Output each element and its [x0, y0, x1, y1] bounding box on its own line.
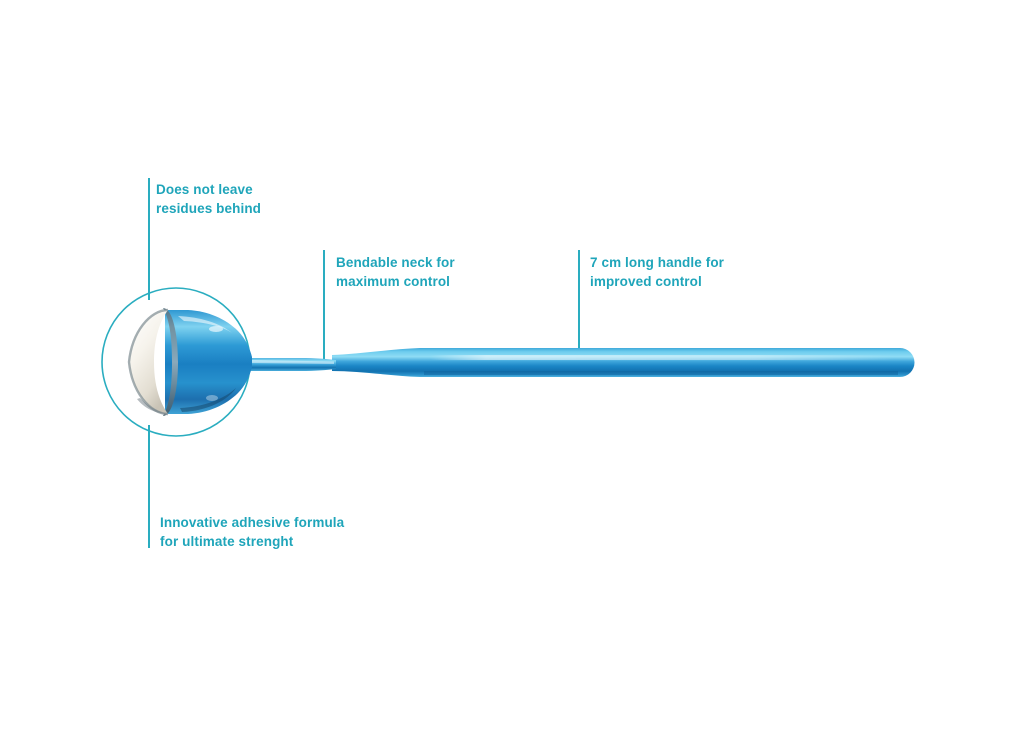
neck-highlight	[252, 360, 334, 364]
cone-shadow	[180, 388, 236, 412]
head-rim	[163, 308, 178, 416]
callout-handle-line1: 7 cm long handle for	[590, 255, 725, 270]
callout-neck-line2: maximum control	[336, 273, 451, 289]
callout-adhesive-line1: Innovative adhesive formula	[160, 515, 345, 530]
callout-residues-line2: residues behind	[156, 200, 262, 216]
handle	[332, 348, 915, 377]
callout-residues: Does not leave residues behind	[156, 181, 261, 218]
callout-residues-line1: Does not leave	[156, 182, 253, 197]
callout-neck-line1: Bendable neck for	[336, 255, 455, 270]
callout-handle: 7 cm long handle for improved control	[590, 254, 724, 291]
callout-adhesive-line2: for ultimate strenght	[160, 533, 294, 549]
handle-highlight	[430, 355, 895, 360]
callout-adhesive: Innovative adhesive formula for ultimate…	[160, 514, 344, 551]
cone-highlight	[178, 316, 232, 333]
applicator-tip	[127, 308, 169, 416]
tip-shadow	[137, 398, 168, 414]
cone-specular-2	[206, 395, 218, 401]
neck	[250, 358, 336, 371]
callout-handle-line2: improved control	[590, 273, 702, 289]
cone-specular-1	[209, 326, 223, 332]
applicator-cone	[165, 310, 252, 414]
callout-neck: Bendable neck for maximum control	[336, 254, 455, 291]
handle-shadow-band	[424, 371, 898, 375]
